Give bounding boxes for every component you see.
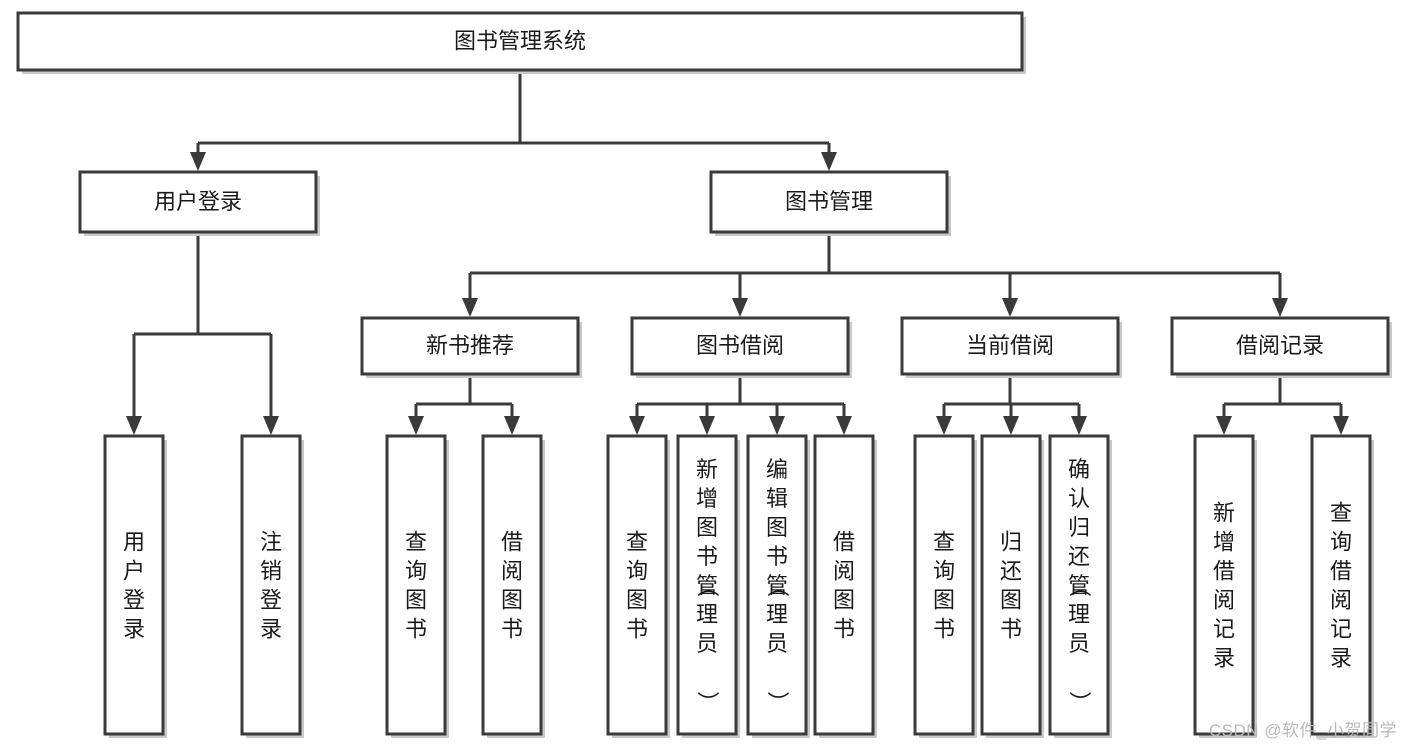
node-leaf-brw-edit[interactable]: （ ） 编辑图书管理员 bbox=[746, 434, 810, 738]
svg-text:）: ） bbox=[695, 691, 720, 713]
node-label: 注销登录 bbox=[260, 530, 282, 642]
node-user-login[interactable]: 用户登录 bbox=[78, 170, 320, 236]
node-leaf-rec-query2[interactable]: 查询借阅记录 bbox=[1310, 434, 1374, 738]
connector-bus-borrow-record bbox=[1216, 374, 1349, 435]
node-box bbox=[709, 170, 949, 234]
node-box bbox=[913, 434, 975, 736]
node-box bbox=[16, 11, 1024, 72]
node-box bbox=[606, 434, 668, 736]
node-layer: 图书管理系统用户登录图书管理新书推荐图书借阅当前借阅借阅记录用户登录注销登录查询… bbox=[16, 11, 1392, 738]
node-leaf-rec-borrow[interactable]: 借阅图书 bbox=[481, 434, 545, 738]
node-label: 用户登录 bbox=[154, 189, 242, 214]
node-box bbox=[1193, 434, 1255, 736]
node-leaf-cur-confirm[interactable]: （ ） 确认归还管理员 bbox=[1048, 434, 1112, 738]
node-label: 确认归还管理员 bbox=[1068, 457, 1090, 656]
node-book-manage[interactable]: 图书管理 bbox=[709, 170, 951, 236]
svg-text:）: ） bbox=[1067, 691, 1092, 713]
node-box bbox=[240, 434, 302, 736]
node-label: 用户登录 bbox=[123, 530, 145, 642]
node-box bbox=[813, 434, 875, 736]
svg-text:（: （ bbox=[765, 575, 790, 597]
node-leaf-cur-return[interactable]: 归还图书 bbox=[980, 434, 1044, 738]
node-label: 编辑图书管理员 bbox=[766, 457, 788, 656]
node-label: 借阅记录 bbox=[1236, 333, 1324, 358]
node-root[interactable]: 图书管理系统 bbox=[16, 11, 1026, 74]
connector-bus-root bbox=[190, 70, 837, 171]
node-label: 新书推荐 bbox=[426, 333, 514, 358]
node-box bbox=[1310, 434, 1372, 736]
node-leaf-user-login[interactable]: 用户登录 bbox=[103, 434, 167, 738]
node-leaf-brw-add[interactable]: （ ） 新增图书管理员 bbox=[676, 434, 740, 738]
connector-bus-current-borrow bbox=[936, 374, 1087, 435]
node-label: 借阅图书 bbox=[501, 530, 523, 642]
node-leaf-user-logout[interactable]: 注销登录 bbox=[240, 434, 304, 738]
node-current-borrow[interactable]: 当前借阅 bbox=[900, 316, 1122, 378]
node-label: 新增图书管理员 bbox=[696, 457, 718, 656]
node-leaf-rec-query[interactable]: 查询图书 bbox=[385, 434, 449, 738]
node-box bbox=[980, 434, 1042, 736]
node-leaf-brw-borrow[interactable]: 借阅图书 bbox=[813, 434, 877, 738]
node-box bbox=[630, 316, 850, 376]
node-label: 新增借阅记录 bbox=[1213, 501, 1235, 671]
connector-bus-book-manage bbox=[462, 232, 1288, 317]
svg-text:（: （ bbox=[1067, 575, 1092, 597]
node-box bbox=[360, 316, 580, 376]
node-label: 图书借阅 bbox=[696, 333, 784, 358]
node-box bbox=[78, 170, 318, 234]
watermark-label: CSDN @软件_小贺同学 bbox=[1208, 721, 1397, 740]
connector-bus-user-login bbox=[126, 232, 279, 435]
node-label: 图书管理 bbox=[785, 189, 873, 214]
node-box bbox=[746, 434, 808, 736]
node-box bbox=[481, 434, 543, 736]
node-box bbox=[676, 434, 738, 736]
node-label: 查询图书 bbox=[405, 530, 427, 642]
edge-layer bbox=[126, 70, 1349, 435]
node-label: 当前借阅 bbox=[966, 333, 1054, 358]
node-leaf-brw-query[interactable]: 查询图书 bbox=[606, 434, 670, 738]
node-box bbox=[1170, 316, 1390, 376]
node-label: 借阅图书 bbox=[833, 530, 855, 642]
node-label: 查询借阅记录 bbox=[1330, 501, 1352, 671]
node-box bbox=[900, 316, 1120, 376]
svg-text:）: ） bbox=[765, 691, 790, 713]
node-new-book-rec[interactable]: 新书推荐 bbox=[360, 316, 582, 378]
node-label: 归还图书 bbox=[1000, 530, 1022, 642]
node-leaf-rec-add[interactable]: 新增借阅记录 bbox=[1193, 434, 1257, 738]
node-label: 图书管理系统 bbox=[454, 28, 586, 53]
node-box bbox=[385, 434, 447, 736]
node-box bbox=[103, 434, 165, 736]
connector-bus-book-borrow bbox=[629, 374, 852, 435]
node-borrow-record[interactable]: 借阅记录 bbox=[1170, 316, 1392, 378]
svg-text:（: （ bbox=[695, 575, 720, 597]
node-box bbox=[1048, 434, 1110, 736]
node-label: 查询图书 bbox=[626, 530, 648, 642]
node-book-borrow[interactable]: 图书借阅 bbox=[630, 316, 852, 378]
connector-bus-new-book-rec bbox=[408, 374, 520, 435]
node-leaf-cur-query[interactable]: 查询图书 bbox=[913, 434, 977, 738]
node-label: 查询图书 bbox=[933, 530, 955, 642]
